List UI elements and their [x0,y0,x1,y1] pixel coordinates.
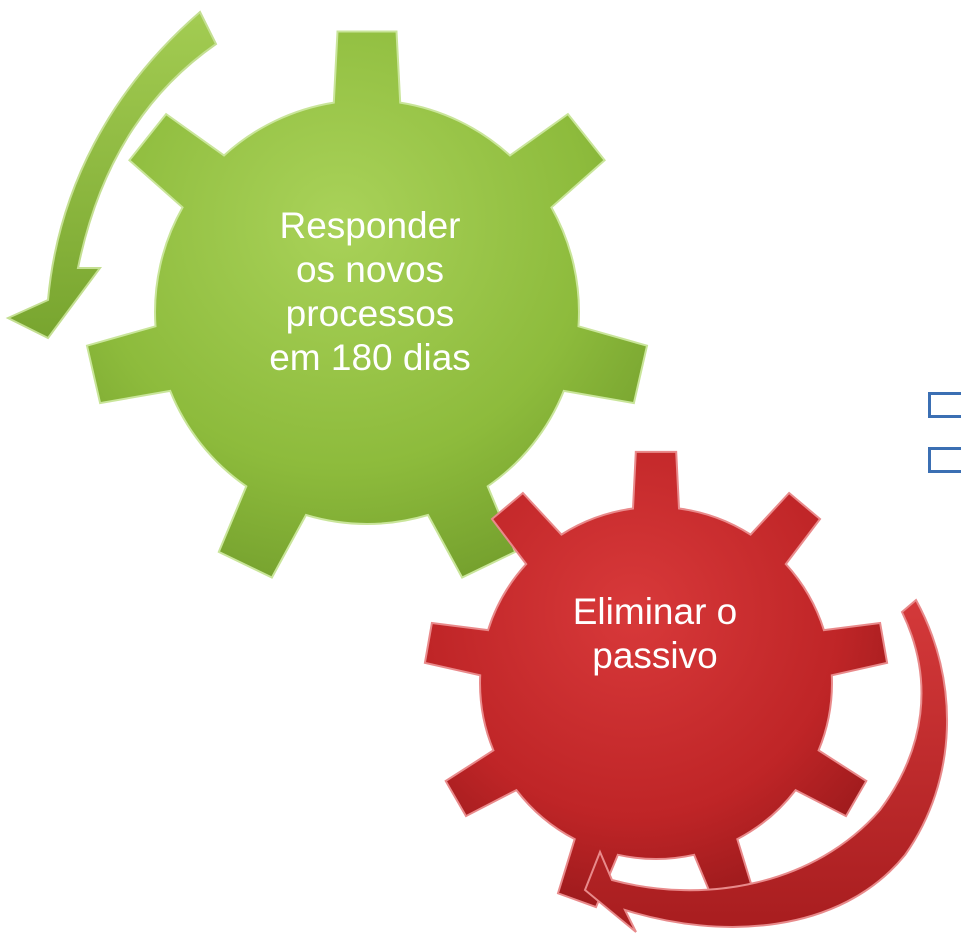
green-arrow-body [5,10,218,340]
gear-red-label-line: Eliminar o [572,591,738,632]
gear-green-label-line: Responder [279,205,461,246]
gear-red-label: Eliminar o passivo [520,590,790,678]
green-arrow [5,10,218,340]
gear-red [423,450,889,909]
gear-green-label-line: os novos [295,249,445,290]
edge-box-top [928,392,961,418]
gear-green-label: Responder os novos processos em 180 dias [215,204,525,380]
gear-green-shape [85,30,649,579]
gear-green-label-line: em 180 dias [269,337,471,378]
gear-red-shape [423,450,889,909]
edge-box-bottom [928,447,961,473]
red-arrow [583,598,949,933]
red-arrow-body [583,598,949,933]
gear-green [85,30,649,579]
gear-red-label-line: passivo [592,635,718,676]
gear-green-label-line: processos [285,293,455,334]
